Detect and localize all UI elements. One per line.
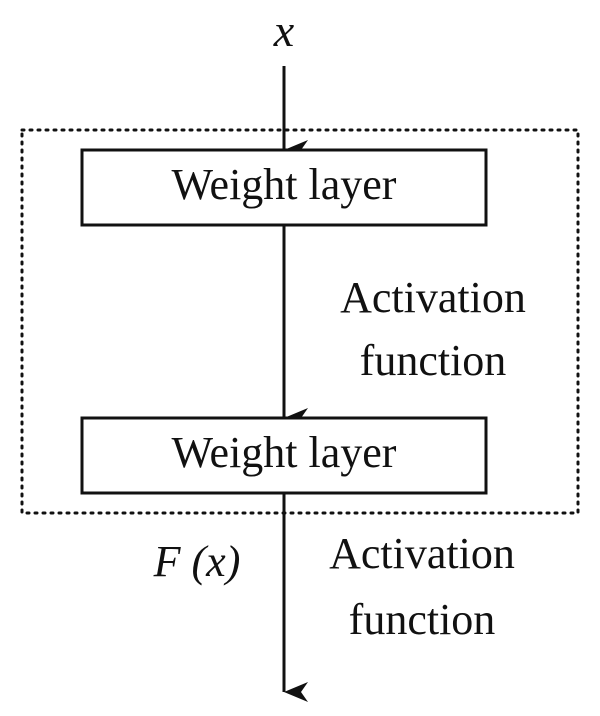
activation-label-1-line2: function — [360, 336, 507, 385]
weight-layer-2-box — [80, 416, 488, 495]
weight-layer-1: Weight layer — [80, 148, 488, 227]
activation-label-2-line2: function — [349, 595, 496, 644]
input-label: x — [273, 5, 295, 56]
weight-layer-1-label: Weight layer — [172, 160, 397, 209]
output-label: F (x) — [153, 537, 241, 586]
residual-block-boundary — [20, 128, 580, 515]
activation-label-2-line1: Activation — [329, 529, 515, 578]
weight-layer-2-label: Weight layer — [172, 428, 397, 477]
weight-layer-2: Weight layer — [80, 416, 488, 495]
activation-label-1-line1: Activation — [340, 273, 526, 322]
weight-layer-1-box — [80, 148, 488, 227]
